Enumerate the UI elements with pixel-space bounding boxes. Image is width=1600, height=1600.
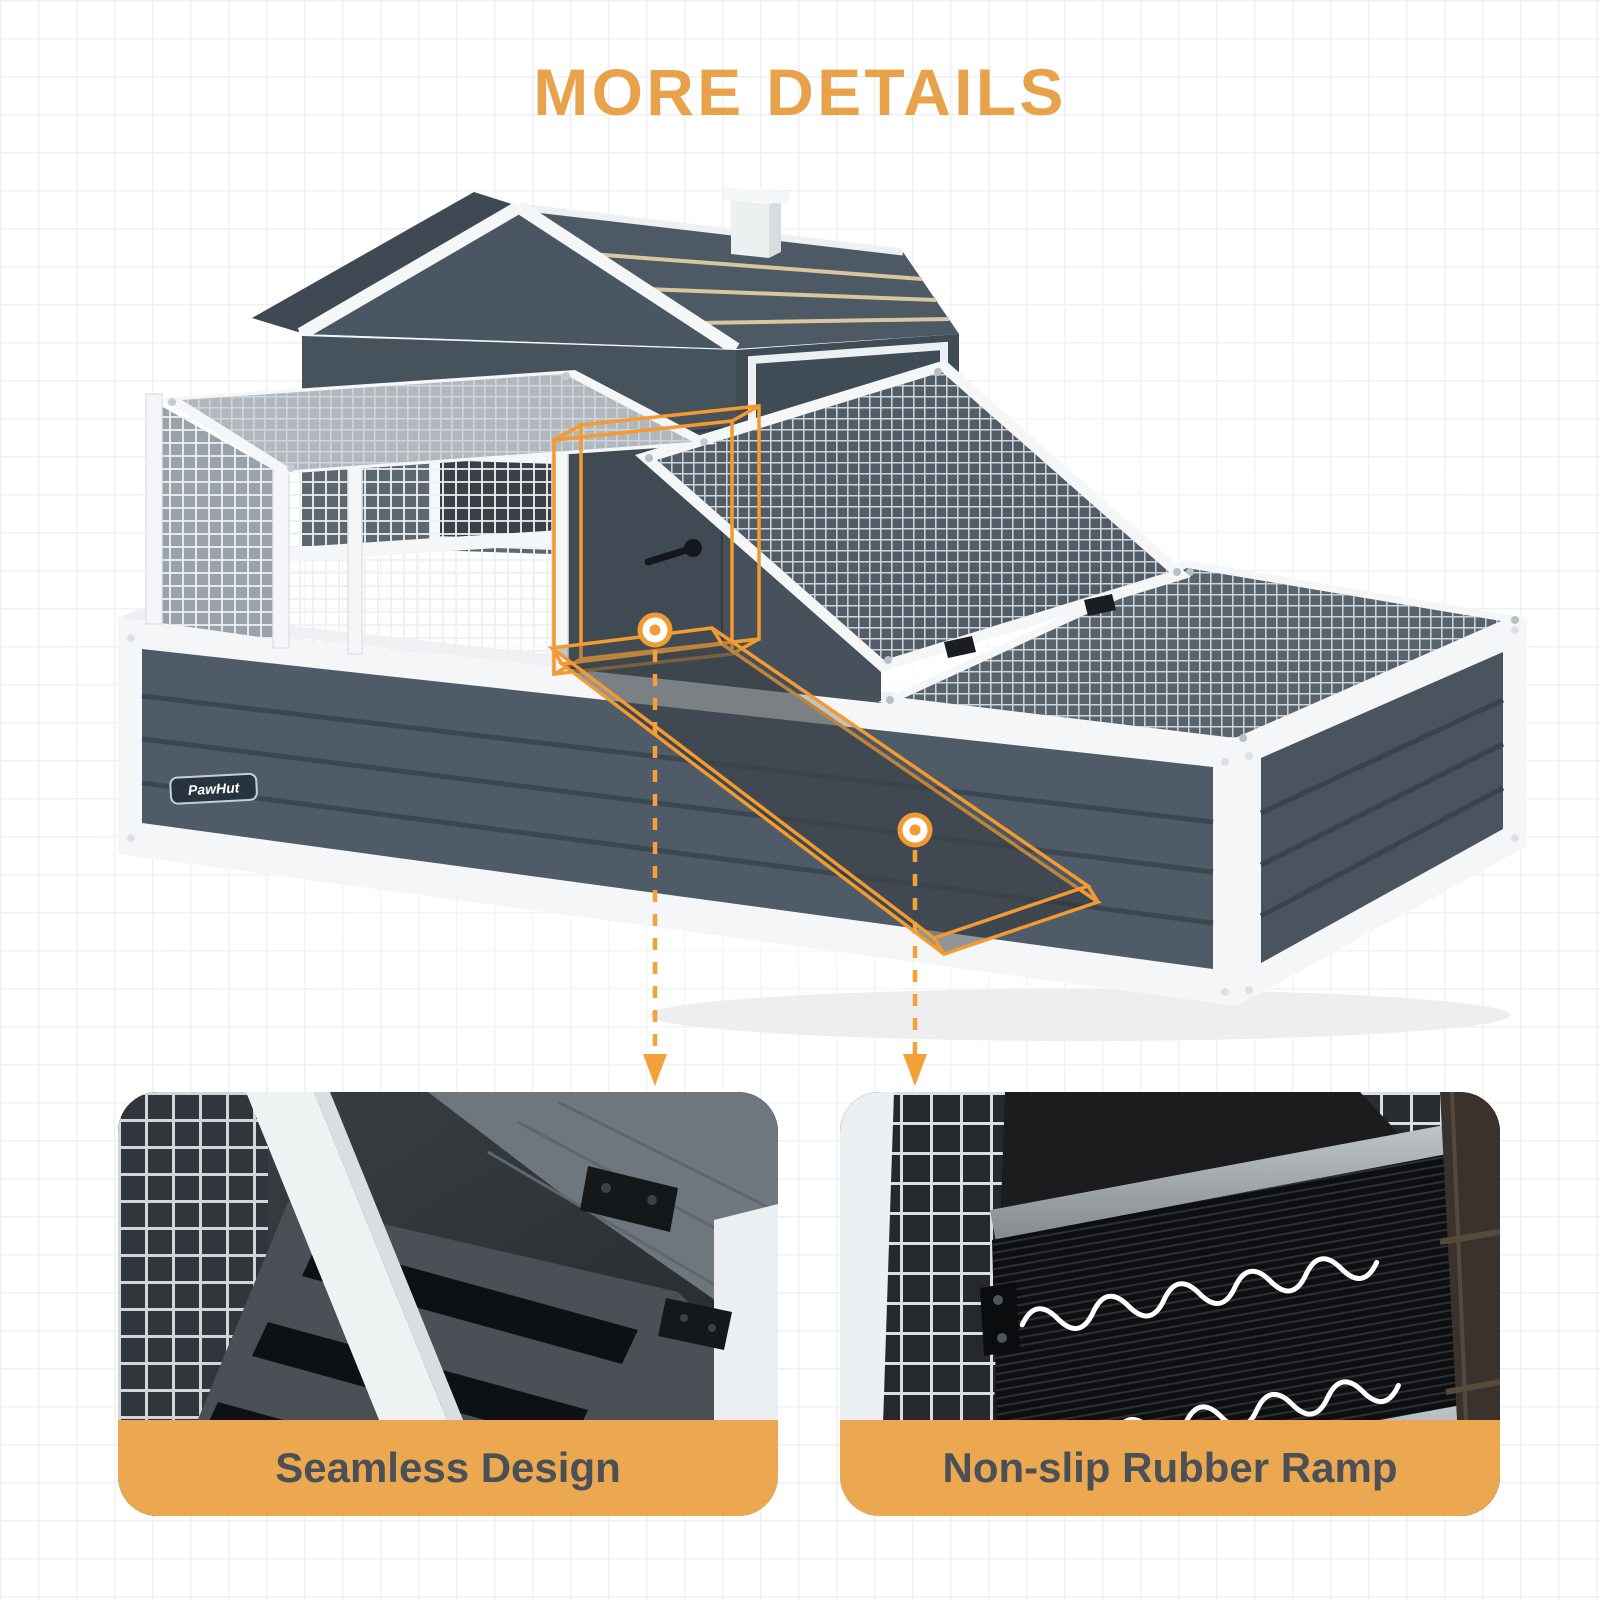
callout-marker-door xyxy=(637,612,673,648)
lid-latch xyxy=(944,636,976,658)
ramp-highlight-box xyxy=(547,626,1102,956)
roof-right-plane xyxy=(519,207,959,349)
cage-posts xyxy=(145,393,569,673)
hinge xyxy=(980,1282,1020,1356)
page-title: MORE DETAILS xyxy=(533,55,1067,129)
gable-face xyxy=(301,207,736,349)
brand-tag: PawHut xyxy=(169,772,258,805)
caption-ramp: Non-slip Rubber Ramp xyxy=(840,1420,1500,1516)
white-post xyxy=(840,1092,894,1516)
caption-seamless: Seamless Design xyxy=(118,1420,778,1516)
leader-arrow-right xyxy=(903,1054,927,1086)
chimney xyxy=(723,188,789,258)
right-mesh-top xyxy=(878,560,1527,745)
brand-label: PawHut xyxy=(188,779,241,798)
caption-seamless-label: Seamless Design xyxy=(275,1444,621,1491)
metal-edge-top xyxy=(990,1118,1488,1242)
cage-mesh-roof xyxy=(160,370,716,474)
ground-shadow xyxy=(650,989,1510,1041)
left-cage xyxy=(145,370,716,673)
hutch-roof xyxy=(252,188,959,362)
callout-marker-ramp xyxy=(897,812,933,848)
detail-card-seamless: Seamless Design xyxy=(118,1092,778,1516)
lid-latch xyxy=(1084,594,1116,616)
leader-arrow-left xyxy=(643,1054,667,1086)
mounting-plate xyxy=(658,1298,732,1350)
roof-ridge-trim xyxy=(518,203,904,256)
white-frame-beam xyxy=(246,1092,486,1516)
mounting-plate xyxy=(580,1166,678,1232)
sloped-mesh-lid xyxy=(635,360,1191,672)
caption-ramp-label: Non-slip Rubber Ramp xyxy=(942,1444,1398,1491)
detail-card-ramp: Non-slip Rubber Ramp xyxy=(840,1092,1500,1516)
